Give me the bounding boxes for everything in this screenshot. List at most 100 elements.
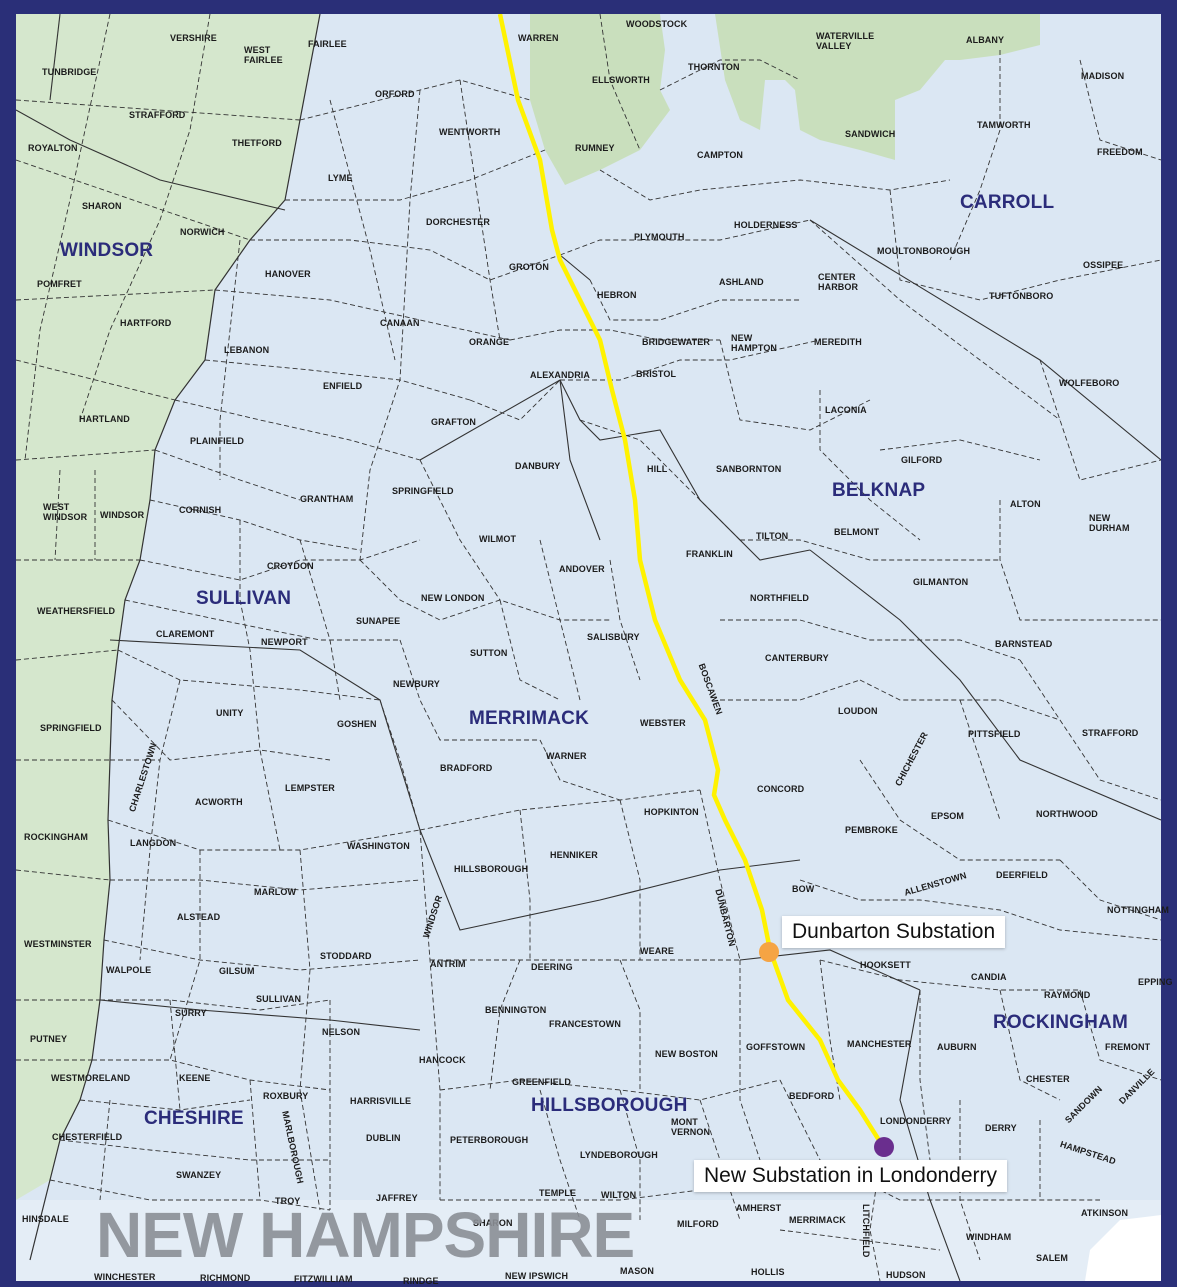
town-label: HOOKSETT [860,960,911,970]
town-label: HARRISVILLE [350,1096,412,1106]
town-label: KEENE [179,1073,211,1083]
town-label: CENTER HARBOR [818,272,859,292]
town-label: TUFTONBORO [989,291,1054,301]
town-label: NORTHWOOD [1036,809,1098,819]
town-label: FRANKLIN [686,549,733,559]
town-label: RICHMOND [200,1273,251,1283]
town-label: SPRINGFIELD [392,486,454,496]
town-label: GRANTHAM [300,494,354,504]
town-label: DANBURY [515,461,561,471]
town-label: HANOVER [265,269,311,279]
county-label-belknap: BELKNAP [832,480,926,501]
town-label: SANDWICH [845,129,896,139]
town-label: ALBANY [966,35,1005,45]
town-label: WOLFEBORO [1059,378,1120,388]
town-label: LYNDEBOROUGH [580,1150,658,1160]
town-label: LACONIA [825,405,867,415]
town-label: STRAFFORD [1082,728,1139,738]
town-label: WILTON [601,1190,637,1200]
town-label: LYME [328,173,353,183]
town-label: BARNSTEAD [995,639,1053,649]
county-label-sullivan: SULLIVAN [196,588,292,609]
forest-area [945,14,1040,60]
forest-area [530,14,670,185]
town-label: CAMPTON [697,150,744,160]
town-label: TAMWORTH [977,120,1031,130]
town-label: ALTON [1010,499,1041,509]
town-label: HANCOCK [419,1055,466,1065]
town-label: CROYDON [267,561,314,571]
town-label: STODDARD [320,951,372,961]
town-label: NEWPORT [261,637,308,647]
town-label: SURRY [175,1008,207,1018]
town-label: FREMONT [1105,1042,1151,1052]
town-label: SUTTON [470,648,508,658]
town-label: LEBANON [224,345,270,355]
town-label: DEERFIELD [996,870,1048,880]
town-label: HILL [647,464,668,474]
town-label: RUMNEY [575,143,615,153]
town-label: NORTHFIELD [750,593,809,603]
town-label: WATERVILLE VALLEY [816,31,875,51]
londonderry-callout: New Substation in Londonderry [694,1160,1008,1192]
town-label: CANTERBURY [765,653,829,663]
town-label: OSSIPEE [1083,260,1124,270]
town-label: SALEM [1036,1253,1068,1263]
town-label: ALEXANDRIA [530,370,591,380]
town-label: SPRINGFIELD [40,723,102,733]
town-label: WEST WINDSOR [43,502,88,522]
map-frame-top [0,0,1177,14]
town-label: THORNTON [688,62,740,72]
town-label: ORFORD [375,89,415,99]
transmission-route [497,14,884,1147]
town-label: PLYMOUTH [634,232,685,242]
town-label: ORANGE [469,337,510,347]
town-label: WESTMORELAND [51,1073,131,1083]
town-label: LONDONDERRY [880,1116,952,1126]
town-label: WINCHESTER [94,1272,156,1282]
town-label: WEBSTER [640,718,686,728]
town-label: WALPOLE [106,965,152,975]
town-label: RAYMOND [1044,990,1091,1000]
town-label: MADISON [1081,71,1125,81]
town-label: POMFRET [37,279,82,289]
town-label: NORWICH [180,227,225,237]
town-label: HUDSON [886,1270,926,1280]
town-label: ATKINSON [1081,1208,1129,1218]
town-label: ALSTEAD [177,912,221,922]
town-label: BRIDGEWATER [642,337,710,347]
town-label: LITCHFIELD [861,1204,871,1258]
town-label: WESTMINSTER [24,939,92,949]
town-label: UNITY [216,708,244,718]
town-label: ANDOVER [559,564,605,574]
county-label-hillsborough: HILLSBOROUGH [531,1095,688,1116]
town-label: VERSHIRE [170,33,217,43]
town-label: HENNIKER [550,850,598,860]
town-label: PUTNEY [30,1034,68,1044]
town-label: NOTTINGHAM [1107,905,1169,915]
town-label: MARLOW [254,887,297,897]
county-label-merrimack: MERRIMACK [469,708,590,729]
town-label: GREENFIELD [512,1077,572,1087]
town-label: HILLSBOROUGH [454,864,529,874]
town-label: PITTSFIELD [968,729,1021,739]
town-label: HOLLIS [751,1267,785,1277]
town-label: ANTRIM [430,959,466,969]
town-label: ROXBURY [263,1091,309,1101]
town-label: BRISTOL [636,369,677,379]
town-label: ROCKINGHAM [24,832,88,842]
town-label: HOLDERNESS [734,220,798,230]
vermont-area [16,14,320,1200]
town-label: DEERING [531,962,573,972]
town-label: FRANCESTOWN [549,1019,621,1029]
town-label: STRAFFORD [129,110,186,120]
town-label: CHESTERFIELD [52,1132,123,1142]
town-label: WEARE [640,946,674,956]
town-label: MILFORD [677,1219,719,1229]
county-label-cheshire: CHESHIRE [144,1108,244,1129]
town-label: BENNINGTON [485,1005,547,1015]
town-label: WINDHAM [966,1232,1012,1242]
town-label: AUBURN [937,1042,977,1052]
town-label: MEREDITH [814,337,862,347]
county-label-carroll: CARROLL [960,192,1055,213]
